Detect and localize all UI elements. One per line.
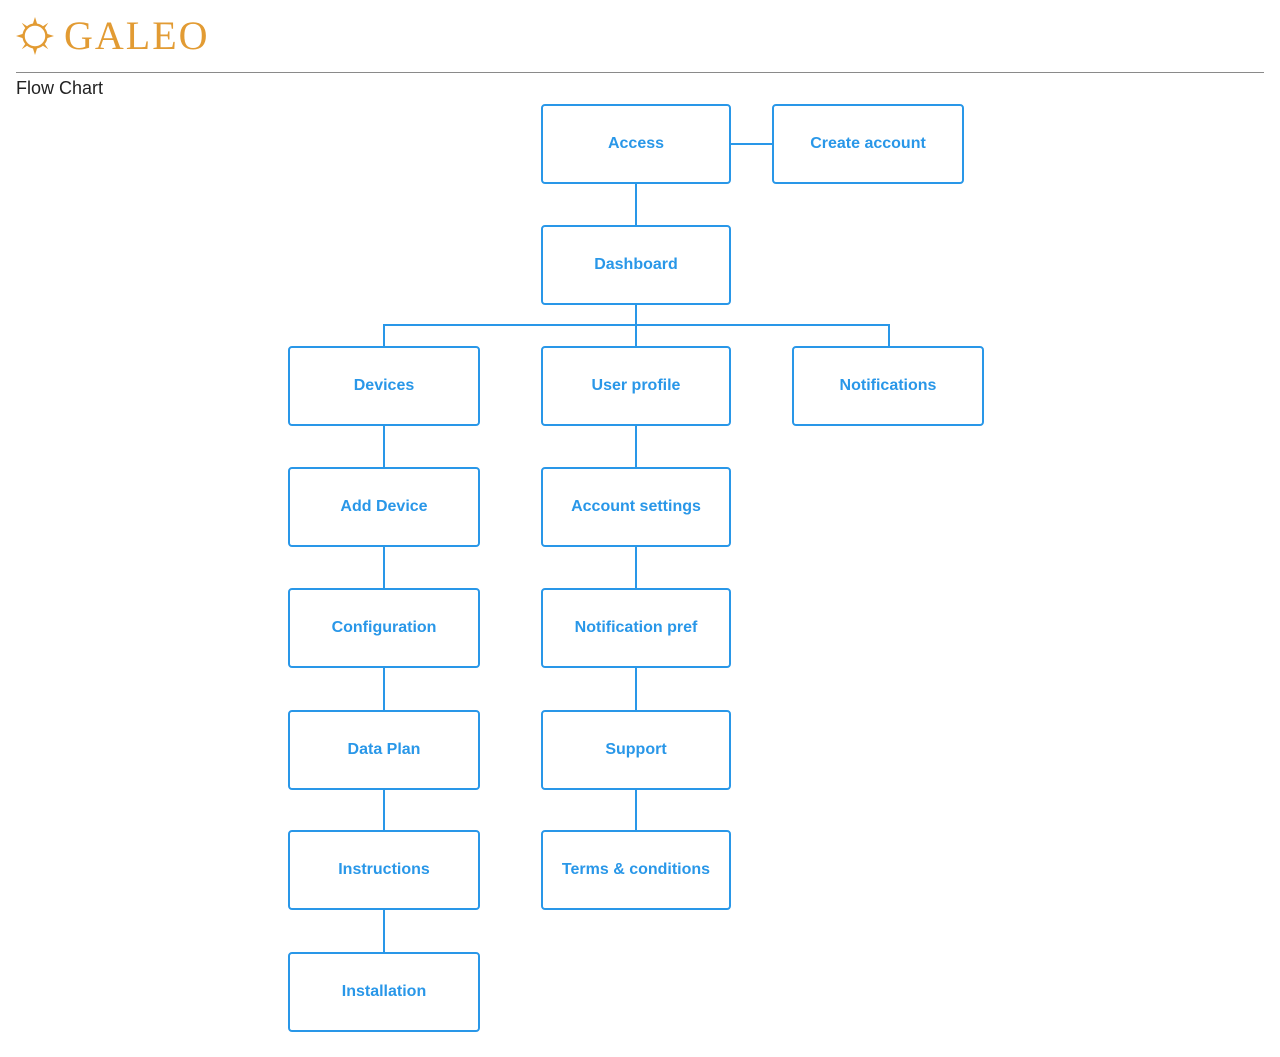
node-terms-conditions[interactable]: Terms & conditions <box>541 830 731 910</box>
node-create-account[interactable]: Create account <box>772 104 964 184</box>
connector-instructions-installation <box>383 909 385 953</box>
node-account-settings-label: Account settings <box>571 498 701 515</box>
header: GALEO <box>0 0 1280 72</box>
compass-star-icon <box>16 17 54 55</box>
connector-branch-notifications <box>888 324 890 347</box>
header-divider <box>16 72 1264 73</box>
connector-access-create-account <box>730 143 773 145</box>
connector-user-profile-account-settings <box>635 425 637 468</box>
node-account-settings[interactable]: Account settings <box>541 467 731 547</box>
node-notifications[interactable]: Notifications <box>792 346 984 426</box>
node-notification-pref[interactable]: Notification pref <box>541 588 731 668</box>
node-dashboard-label: Dashboard <box>594 256 678 273</box>
node-access[interactable]: Access <box>541 104 731 184</box>
node-user-profile-label: User profile <box>591 377 681 394</box>
node-configuration[interactable]: Configuration <box>288 588 480 668</box>
node-create-account-label: Create account <box>810 135 926 152</box>
node-data-plan-label: Data Plan <box>347 741 421 758</box>
node-dashboard[interactable]: Dashboard <box>541 225 731 305</box>
node-installation-label: Installation <box>341 983 427 1000</box>
connector-support-terms <box>635 789 637 831</box>
connector-dashboard-branch-bar <box>383 324 890 326</box>
brand-name: GALEO <box>64 13 210 58</box>
node-access-label: Access <box>607 135 665 152</box>
connector-account-settings-notification-pref <box>635 546 637 589</box>
connector-data-plan-instructions <box>383 789 385 831</box>
page-title: Flow Chart <box>16 78 104 98</box>
node-devices-label: Devices <box>353 377 415 394</box>
node-installation[interactable]: Installation <box>288 952 480 1032</box>
connector-add-device-configuration <box>383 546 385 589</box>
node-devices[interactable]: Devices <box>288 346 480 426</box>
connector-branch-devices <box>383 324 385 347</box>
connector-devices-add-device <box>383 425 385 468</box>
node-data-plan[interactable]: Data Plan <box>288 710 480 790</box>
node-instructions-label: Instructions <box>338 861 430 878</box>
node-terms-conditions-label: Terms & conditions <box>561 861 711 878</box>
connector-access-dashboard <box>635 183 637 226</box>
node-notification-pref-label: Notification pref <box>574 619 698 636</box>
node-instructions[interactable]: Instructions <box>288 830 480 910</box>
node-add-device-label: Add Device <box>340 498 428 515</box>
node-add-device[interactable]: Add Device <box>288 467 480 547</box>
node-support-label: Support <box>605 741 667 758</box>
node-user-profile[interactable]: User profile <box>541 346 731 426</box>
node-support[interactable]: Support <box>541 710 731 790</box>
brand-logo[interactable]: GALEO <box>16 14 210 58</box>
connector-notification-pref-support <box>635 667 637 711</box>
node-configuration-label: Configuration <box>331 619 437 636</box>
connector-configuration-data-plan <box>383 667 385 711</box>
node-notifications-label: Notifications <box>839 377 937 394</box>
